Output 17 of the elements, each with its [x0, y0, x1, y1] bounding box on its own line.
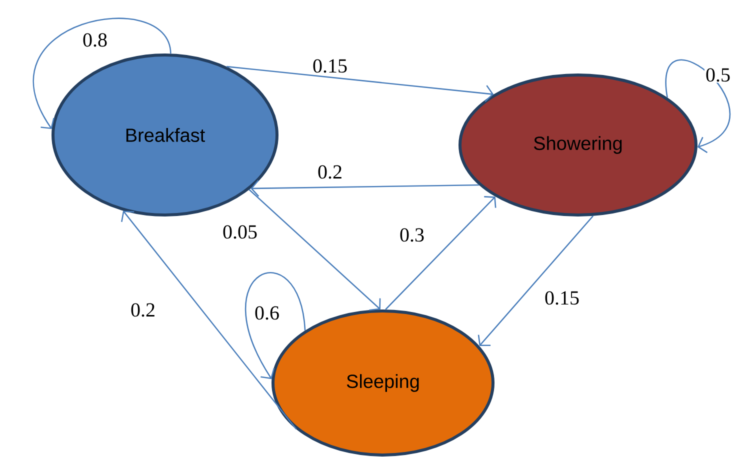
edge-label: 0.2 — [316, 164, 344, 180]
arrow — [250, 180, 479, 197]
arrow — [478, 215, 594, 346]
edge-label: 0.3 — [398, 227, 426, 243]
arrow — [244, 272, 306, 380]
arrow — [385, 196, 496, 310]
arrow — [248, 189, 381, 311]
edge-label: 0.5 — [704, 67, 732, 83]
edge-label: 0.8 — [82, 32, 108, 48]
arrow — [226, 66, 494, 102]
arrow — [121, 210, 297, 430]
arrow — [32, 18, 172, 130]
edge-label: 0.15 — [544, 290, 580, 306]
edge-label: 0.15 — [312, 58, 348, 74]
edge-label: 0.2 — [130, 302, 156, 318]
arrow — [665, 60, 731, 154]
edge-label: 0.05 — [222, 224, 258, 240]
